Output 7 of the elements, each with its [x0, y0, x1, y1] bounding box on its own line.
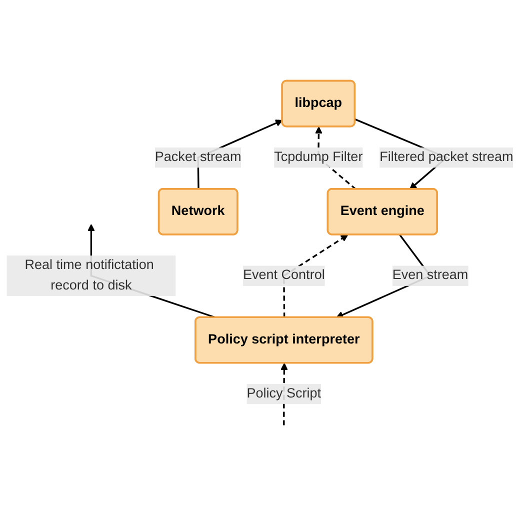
edge-label: Real time notifictation record to disk: [24, 258, 154, 293]
edge-label: Policy Script: [246, 386, 322, 401]
edge-label: Event Control: [242, 268, 325, 282]
edge-label: Filtered packet stream: [380, 150, 514, 164]
edge-label: Tcpdump Filter: [274, 150, 363, 164]
edge-label: Packet stream: [154, 150, 242, 164]
edge-label: Even stream: [392, 268, 468, 282]
